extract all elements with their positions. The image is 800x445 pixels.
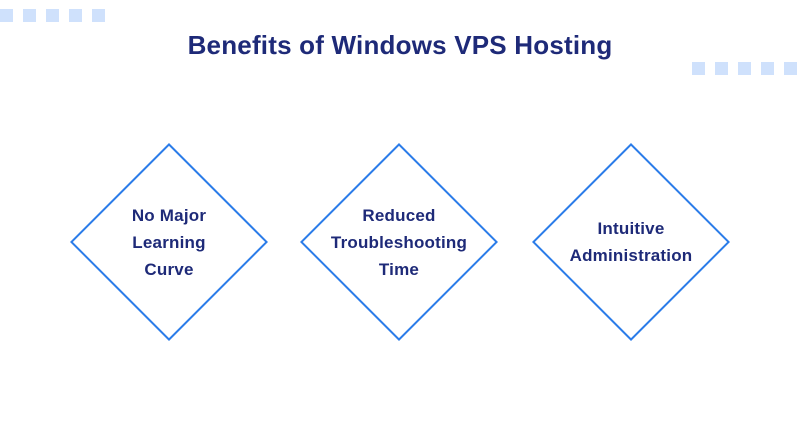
decorative-square-icon: [784, 62, 797, 75]
decorative-square-icon: [692, 62, 705, 75]
diamond-label: Reduced Troubleshooting Time: [301, 144, 497, 340]
decorative-square-icon: [0, 9, 13, 22]
decorative-square-icon: [738, 62, 751, 75]
decorative-square-icon: [761, 62, 774, 75]
decorative-square-icon: [92, 9, 105, 22]
decorative-squares-right: [692, 62, 797, 75]
decorative-square-icon: [69, 9, 82, 22]
diamond-label-line: Time: [378, 259, 420, 279]
diamond-label-line: Reduced: [362, 205, 436, 225]
diamond-label-line: Learning: [132, 232, 206, 252]
decorative-square-icon: [46, 9, 59, 22]
diamond-label: No Major Learning Curve: [71, 144, 267, 340]
page-title: Benefits of Windows VPS Hosting: [187, 30, 613, 60]
diamond-label-line: Intuitive: [597, 219, 665, 238]
decorative-squares-top-left: [0, 9, 105, 22]
decorative-square-icon: [23, 9, 36, 22]
diamond-label-line: Troubleshooting: [330, 232, 468, 252]
diamond-label-line: No Major: [131, 205, 207, 225]
diamond-label-line: Administration: [569, 246, 693, 265]
decorative-square-icon: [715, 62, 728, 75]
diamond-label-line: Curve: [144, 259, 194, 279]
diamond-label: Intuitive Administration: [533, 144, 729, 340]
